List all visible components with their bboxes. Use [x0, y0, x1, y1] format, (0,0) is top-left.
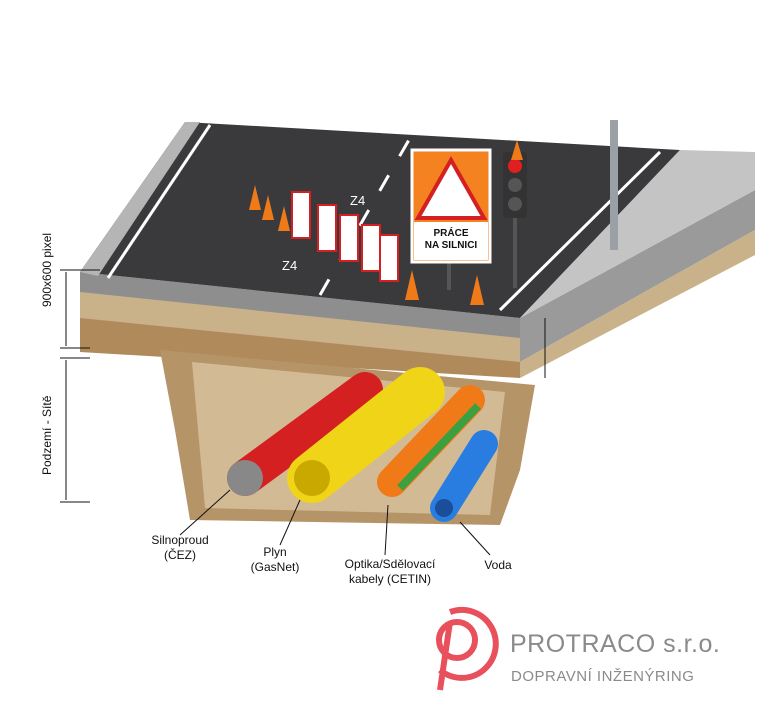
- protraco-logo-icon: [436, 606, 499, 691]
- pipe-gas: [287, 367, 445, 503]
- sidewalk-front: [520, 190, 755, 362]
- sign-line1: PRÁCE: [433, 228, 469, 239]
- dimension-label-size: 900x600 pixel: [40, 232, 54, 307]
- road-marking: Z4: [282, 258, 298, 273]
- logo-company-name: PROTRACO s.r.o.: [510, 630, 721, 658]
- label-line: Silnoproud: [151, 533, 209, 547]
- pipe-power: [227, 372, 383, 496]
- center-dashes: [318, 137, 412, 296]
- road-marking: Z4: [350, 193, 366, 208]
- label-line: kabely (CETIN): [348, 572, 431, 586]
- label-gas: Plyn (GasNet): [235, 545, 315, 575]
- lane-line: [106, 124, 212, 279]
- base-layer: [80, 292, 520, 362]
- logo-subtitle: DOPRAVNÍ INŽENÝRING: [511, 668, 695, 685]
- sign-text: PRÁCE NA SILNICI: [415, 228, 487, 252]
- lamp-post: [610, 120, 618, 250]
- dimension-label-underground: Podzemí - Sítě: [40, 395, 54, 475]
- sign-line2: NA SILNICI: [424, 240, 478, 251]
- lane-line: [498, 150, 662, 312]
- label-power: Silnoproud (ČEZ): [130, 533, 230, 563]
- traffic-cones: [249, 140, 523, 305]
- label-water: Voda: [478, 558, 518, 573]
- label-line: Plyn: [263, 545, 287, 559]
- sidewalk-top: [520, 150, 755, 318]
- worker-triangle-icon: [414, 155, 488, 220]
- sidewalk-soil: [520, 230, 755, 378]
- dimension-lines: [60, 269, 546, 503]
- pipe-fiber: [377, 385, 485, 497]
- chevron-barriers: [291, 191, 399, 282]
- label-line: Optika/Sdělovací: [344, 557, 436, 571]
- label-leaders: [179, 489, 491, 556]
- label-fiber: Optika/Sdělovací kabely (CETIN): [325, 557, 455, 587]
- pipe-water: [430, 430, 498, 522]
- label-line: Voda: [484, 558, 512, 572]
- curb-left: [80, 122, 200, 276]
- soil-layer: [80, 318, 520, 378]
- label-line: (GasNet): [250, 560, 300, 574]
- asphalt-surface: [80, 122, 680, 318]
- label-line: (ČEZ): [164, 548, 196, 562]
